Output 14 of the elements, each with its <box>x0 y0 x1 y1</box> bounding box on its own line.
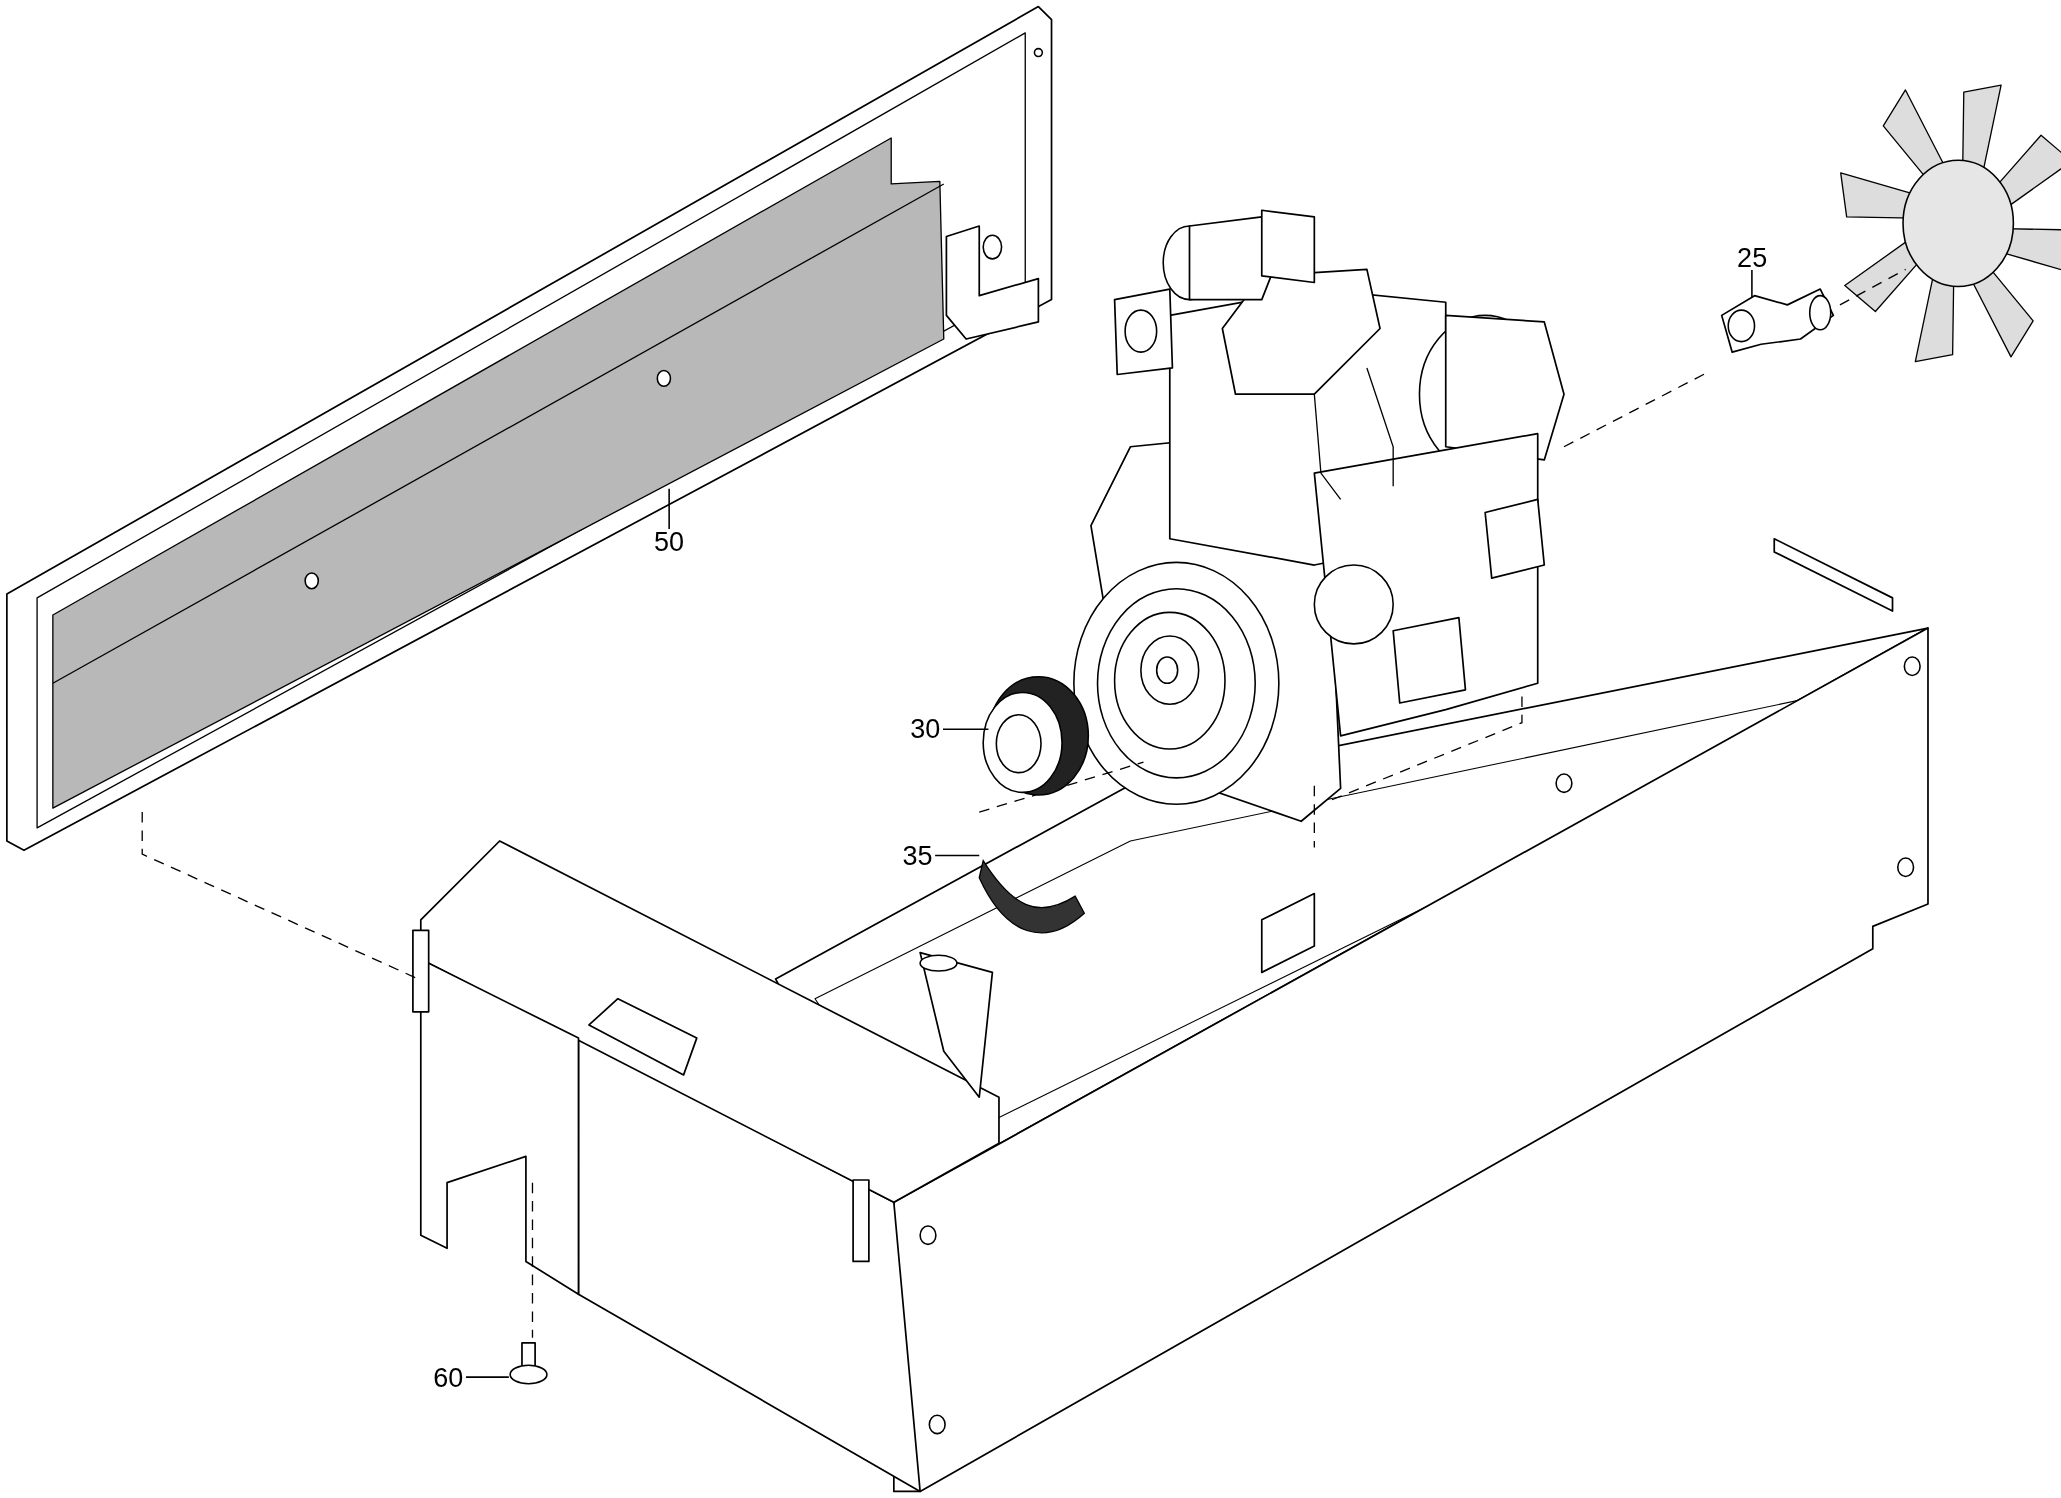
leader-line <box>1751 269 1753 298</box>
callout-number: 25 <box>1737 242 1768 273</box>
leader-line <box>942 728 990 731</box>
callout-number: 35 <box>902 840 933 871</box>
leader-line <box>465 1376 510 1378</box>
callout-number: 30 <box>910 714 941 745</box>
part-drawing <box>982 675 1090 796</box>
callout-number: 60 <box>433 1362 464 1393</box>
part-drawing <box>1720 288 1835 353</box>
leader-line <box>934 854 981 857</box>
callout-number: 50 <box>654 526 685 557</box>
part-drawing <box>509 1342 548 1385</box>
part-drawing <box>978 860 1086 934</box>
leader-line <box>668 488 670 530</box>
